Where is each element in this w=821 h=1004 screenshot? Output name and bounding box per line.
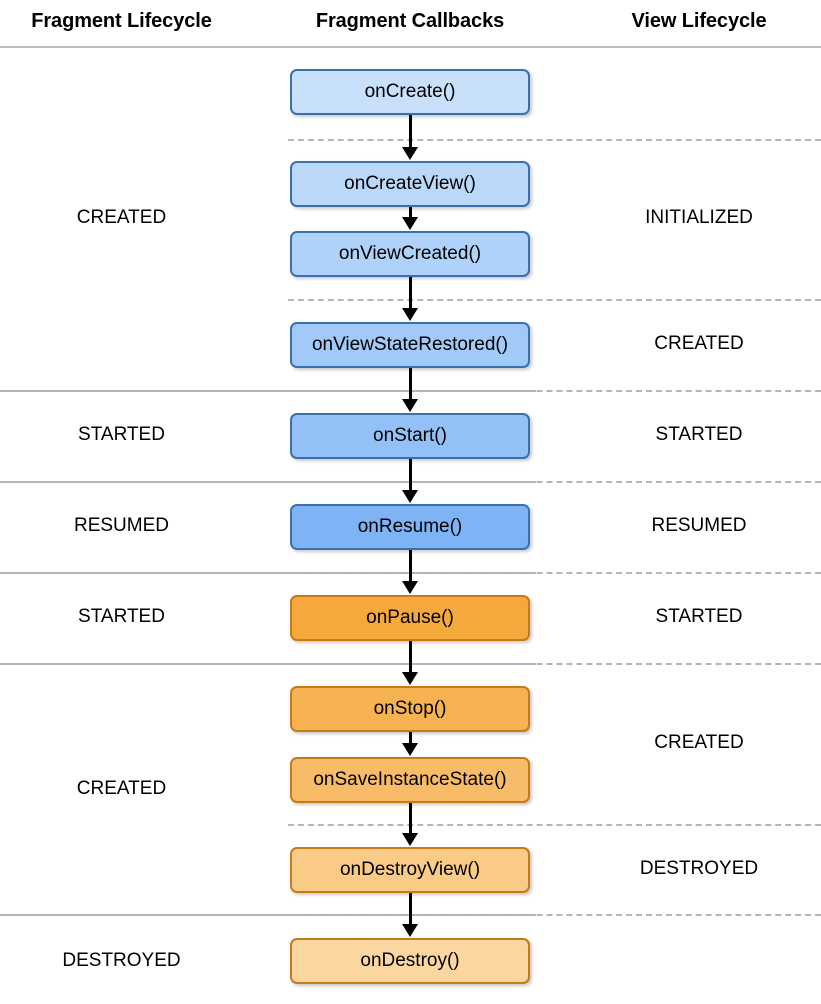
divider-6-dashed	[288, 663, 821, 665]
arrow-createview-to-viewcreated-shaft	[409, 207, 412, 218]
callback-box-on-view-created[interactable]: onViewCreated()	[290, 231, 530, 277]
callback-box-on-resume[interactable]: onResume()	[290, 504, 530, 550]
arrow-create-to-createview-shaft	[409, 115, 412, 148]
callback-box-on-create[interactable]: onCreate()	[290, 69, 530, 115]
divider-7-dashed	[288, 824, 821, 826]
arrow-start-to-resume-shaft	[409, 459, 412, 491]
state-label-view-destroyed: DESTROYED	[639, 858, 759, 879]
state-label-view-resumed: RESUMED	[651, 515, 747, 536]
divider-2-dashed	[288, 299, 821, 301]
callback-box-on-destroy[interactable]: onDestroy()	[290, 938, 530, 984]
arrow-resume-to-pause-shaft	[409, 550, 412, 582]
arrow-saveinstancestate-to-destroyview-shaft	[409, 803, 412, 834]
arrow-createview-to-viewcreated-head	[402, 217, 418, 230]
divider-6-solid	[0, 663, 536, 665]
arrow-create-to-createview-head	[402, 147, 418, 160]
divider-4-dashed	[288, 481, 821, 483]
state-label-fragment-started-2: STARTED	[78, 606, 165, 627]
divider-1-dashed	[288, 139, 821, 141]
divider-8-solid	[0, 914, 536, 916]
callback-box-on-create-view[interactable]: onCreateView()	[290, 161, 530, 207]
column-header-row: Fragment Lifecycle Fragment Callbacks Vi…	[0, 0, 821, 48]
arrow-destroyview-to-destroy-shaft	[409, 893, 412, 925]
arrow-destroyview-to-destroy-head	[402, 924, 418, 937]
divider-8-dashed	[288, 914, 821, 916]
arrow-viewcreated-to-viewstaterestored-head	[402, 308, 418, 321]
state-label-fragment-started-1: STARTED	[78, 424, 165, 445]
state-label-view-initialized: INITIALIZED	[645, 207, 753, 228]
state-label-fragment-destroyed: DESTROYED	[62, 950, 181, 971]
column-header-fragment-lifecycle: Fragment Lifecycle	[31, 10, 212, 32]
state-label-view-created-2: CREATED	[654, 732, 744, 753]
state-label-fragment-created-2: CREATED	[76, 778, 167, 799]
divider-5-dashed	[288, 572, 821, 574]
callback-box-on-view-state-restored[interactable]: onViewStateRestored()	[290, 322, 530, 368]
divider-3-dashed	[288, 390, 821, 392]
callback-box-on-pause[interactable]: onPause()	[290, 595, 530, 641]
callback-box-on-start[interactable]: onStart()	[290, 413, 530, 459]
arrow-viewstaterestored-to-start-head	[402, 399, 418, 412]
column-header-fragment-callbacks: Fragment Callbacks	[315, 10, 505, 32]
arrow-start-to-resume-head	[402, 490, 418, 503]
state-label-view-started-2: STARTED	[655, 606, 743, 627]
state-label-fragment-resumed: RESUMED	[73, 515, 169, 536]
column-header-view-lifecycle: View Lifecycle	[631, 10, 767, 32]
arrow-saveinstancestate-to-destroyview-head	[402, 833, 418, 846]
arrow-viewstaterestored-to-start-shaft	[409, 368, 412, 400]
arrow-viewcreated-to-viewstaterestored-shaft	[409, 277, 412, 309]
arrow-resume-to-pause-head	[402, 581, 418, 594]
arrow-pause-to-stop-head	[402, 672, 418, 685]
arrow-stop-to-saveinstancestate-head	[402, 743, 418, 756]
state-label-view-created-1: CREATED	[654, 333, 744, 354]
callback-box-on-stop[interactable]: onStop()	[290, 686, 530, 732]
state-label-view-started-1: STARTED	[655, 424, 743, 445]
state-label-fragment-created-1: CREATED	[76, 207, 167, 228]
header-divider-rule	[0, 46, 821, 48]
divider-5-solid	[0, 572, 536, 574]
callback-box-on-destroy-view[interactable]: onDestroyView()	[290, 847, 530, 893]
divider-4-solid	[0, 481, 536, 483]
divider-3-solid	[0, 390, 536, 392]
arrow-stop-to-saveinstancestate-shaft	[409, 732, 412, 744]
callback-box-on-save-instance-state[interactable]: onSaveInstanceState()	[290, 757, 530, 803]
arrow-pause-to-stop-shaft	[409, 641, 412, 673]
